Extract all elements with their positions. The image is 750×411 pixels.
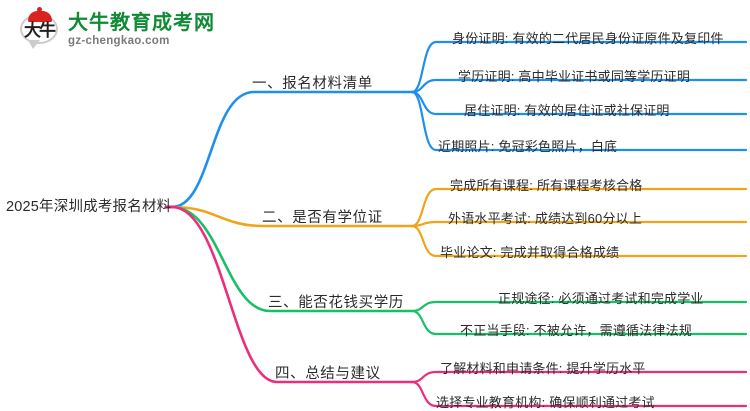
mindmap-leaf-node[interactable]: 了解材料和申请条件: 提升学历水平 xyxy=(440,361,646,376)
logo-glyph: 大牛 xyxy=(24,21,56,40)
mindmap-leaf-node[interactable]: 正规途径: 必须通过考试和完成学业 xyxy=(498,291,704,306)
site-logo: 大牛 大牛教育成考网 gz-chengkao.com xyxy=(18,7,215,50)
mindmap-leaf-node[interactable]: 不正当手段: 不被允许，需遵循法律法规 xyxy=(460,323,693,338)
mindmap-leaf-node[interactable]: 学历证明: 高中毕业证书或同等学历证明 xyxy=(458,69,691,84)
mindmap-leaf-node[interactable]: 外语水平考试: 成绩达到60分以上 xyxy=(448,211,643,226)
mindmap-leaf-node[interactable]: 近期照片: 免冠彩色照片，白底 xyxy=(438,139,618,154)
mindmap-leaf-node[interactable]: 居住证明: 有效的居住证或社保证明 xyxy=(464,103,670,118)
mindmap-leaf-node[interactable]: 完成所有课程: 所有课程考核合格 xyxy=(450,178,643,193)
logo-title: 大牛教育成考网 xyxy=(68,12,215,34)
mindmap-leaf-node[interactable]: 身份证明: 有效的二代居民身份证原件及复印件 xyxy=(452,31,724,46)
mindmap-root-node[interactable]: 2025年深圳成考报名材料 xyxy=(6,199,172,215)
mindmap-branch-node[interactable]: 四、总结与建议 xyxy=(275,366,381,382)
mindmap-branch-node[interactable]: 三、能否花钱买学历 xyxy=(268,295,404,311)
mindmap-leaf-node[interactable]: 选择专业教育机构: 确保顺利通过考试 xyxy=(436,395,655,410)
mindmap-leaf-node[interactable]: 毕业论文: 完成并取得合格成绩 xyxy=(440,245,620,260)
mindmap-branch-node[interactable]: 一、报名材料清单 xyxy=(252,76,373,92)
logo-subtitle: gz-chengkao.com xyxy=(68,35,170,47)
logo-bubble-icon: 大牛 xyxy=(18,7,62,50)
mindmap-branch-node[interactable]: 二、是否有学位证 xyxy=(262,210,383,226)
